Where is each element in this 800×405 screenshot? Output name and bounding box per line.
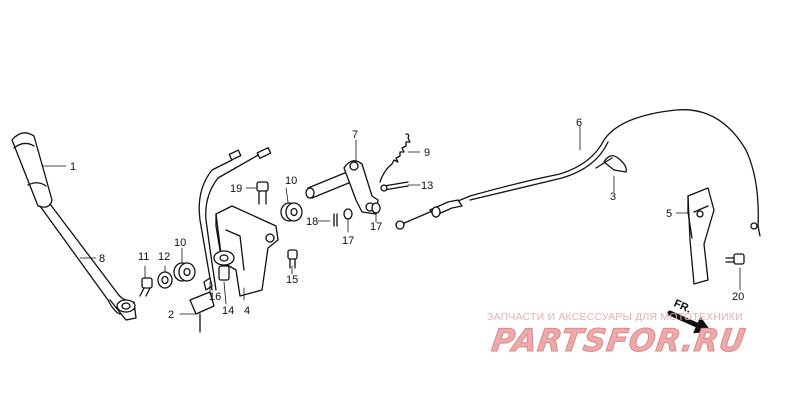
bolt-20-part xyxy=(725,253,745,265)
washer-12-part xyxy=(157,271,173,289)
bracket-4-part xyxy=(213,205,279,297)
callout-15: 15 xyxy=(286,274,298,286)
callout-10-upper: 10 xyxy=(285,175,297,187)
callout-2: 2 xyxy=(168,309,174,321)
bolt-11-part xyxy=(139,277,153,297)
washer-17a-part xyxy=(343,208,353,220)
callout-7: 7 xyxy=(352,129,358,141)
clip-3-part xyxy=(595,155,627,173)
callout-18: 18 xyxy=(306,216,318,228)
callout-20: 20 xyxy=(732,291,744,303)
callout-labels: 1 8 11 12 10 10 19 16 2 14 4 15 7 9 13 1… xyxy=(70,117,744,321)
callout-12: 12 xyxy=(158,251,170,263)
bolt-15-part xyxy=(287,249,298,269)
callout-5: 5 xyxy=(666,208,672,220)
collar-14-part xyxy=(218,265,230,281)
callout-4: 4 xyxy=(244,305,250,317)
callout-10-lower: 10 xyxy=(174,237,186,249)
bracket-5-part xyxy=(687,187,715,285)
callout-13: 13 xyxy=(421,180,433,192)
callout-11: 11 xyxy=(138,251,149,263)
bushing-10-upper-part xyxy=(280,202,303,222)
shift-lever-part xyxy=(39,203,137,321)
clip-16-part xyxy=(203,277,213,291)
watermark-brand: PARTSFOR.RU xyxy=(489,323,749,360)
grip-part xyxy=(11,132,53,208)
callout-3: 3 xyxy=(610,191,616,203)
leader-lines xyxy=(41,125,741,315)
spring-9-part xyxy=(379,133,411,183)
callout-17a: 17 xyxy=(342,235,354,247)
arm-7-part xyxy=(305,160,379,215)
callout-14: 14 xyxy=(222,305,234,317)
callout-17b: 17 xyxy=(370,221,382,233)
callout-6: 6 xyxy=(576,117,582,129)
callout-8: 8 xyxy=(99,253,105,265)
callout-9: 9 xyxy=(424,147,430,159)
cable-6-part xyxy=(395,109,761,237)
bolt-19-part xyxy=(256,181,269,205)
washer-17b-part xyxy=(371,202,381,214)
watermark-subtitle: ЗАПЧАСТИ И АКСЕССУАРЫ ДЛЯ МОТОТЕХНИКИ xyxy=(487,311,743,323)
bushing-10-lower-part xyxy=(173,262,196,282)
cotter-pin-18-part xyxy=(333,213,338,227)
callout-16: 16 xyxy=(209,291,221,303)
callout-19: 19 xyxy=(230,183,242,195)
callout-1: 1 xyxy=(70,161,76,173)
switch-2-part xyxy=(189,147,272,333)
pin-13-part xyxy=(380,181,409,192)
